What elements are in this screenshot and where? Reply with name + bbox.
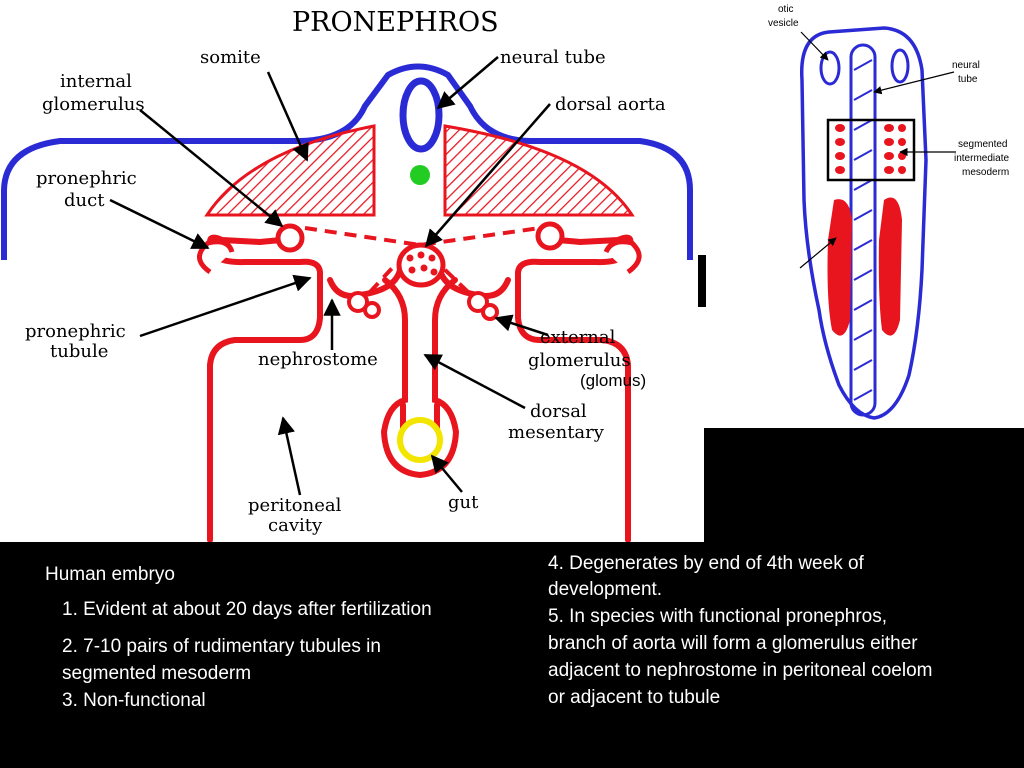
label-peritoneal-cavity-1: peritoneal bbox=[248, 495, 342, 516]
text-right-line-5: adjacent to nephrostome in peritoneal co… bbox=[548, 660, 933, 681]
mesoderm-left-band bbox=[827, 199, 852, 336]
mesoderm-right-band bbox=[878, 197, 902, 336]
label-otic-1: otic bbox=[778, 4, 794, 15]
text-right-line-6: or adjacent to tubule bbox=[548, 687, 721, 708]
segment-box bbox=[826, 118, 916, 182]
neural-tube bbox=[399, 77, 443, 153]
arrow-pronephric-tubule bbox=[139, 274, 312, 338]
arrow-internal-glomerulus bbox=[139, 109, 284, 228]
text-item-1: 1. Evident at about 20 days after fertil… bbox=[62, 599, 432, 620]
somite-left bbox=[204, 124, 376, 217]
pronephros-figure: PRONEPHROS somite neural tube internal g… bbox=[0, 7, 693, 543]
text-item-2b: segmented mesoderm bbox=[62, 663, 252, 684]
arrow-external-glomerulus bbox=[494, 314, 549, 337]
dorsal-aorta bbox=[396, 242, 446, 288]
text-right-line-4: branch of aorta will form a glomerulus e… bbox=[548, 633, 918, 654]
arrow-peritoneal-cavity bbox=[277, 416, 302, 496]
label-dorsal-mesentary-1: dorsal bbox=[530, 401, 587, 422]
label-nephrostome: nephrostome bbox=[258, 349, 378, 370]
label-external-glomerulus-1: external bbox=[540, 327, 616, 348]
otic-vesicle-left bbox=[819, 50, 841, 86]
label-pronephric-tubule-2: tubule bbox=[50, 341, 108, 362]
label-somite: somite bbox=[200, 47, 261, 68]
label-glomus: (glomus) bbox=[580, 371, 646, 390]
text-right-line-2: development. bbox=[548, 579, 663, 600]
text-heading: Human embryo bbox=[45, 564, 175, 585]
arrow-somite bbox=[266, 71, 309, 162]
notochord bbox=[410, 165, 430, 185]
label-otic-2: vesicle bbox=[768, 18, 799, 29]
arrow-dorsal-mesentary bbox=[423, 353, 526, 410]
label-dorsal-mesentary-2: mesentary bbox=[508, 422, 605, 443]
label-neural-2: tube bbox=[958, 74, 978, 85]
somite-right bbox=[443, 124, 635, 217]
label-internal-glomerulus-2: glomerulus bbox=[42, 94, 145, 115]
label-seg-2: intermediate bbox=[954, 153, 1009, 164]
diagram-title: PRONEPHROS bbox=[292, 7, 499, 38]
arrow-gut bbox=[430, 454, 463, 493]
text-right-line-3: 5. In species with functional pronephros… bbox=[548, 606, 888, 627]
text-right-line-1: 4. Degenerates by end of 4th week of bbox=[548, 553, 864, 574]
label-pronephric-duct-2: duct bbox=[64, 190, 105, 211]
embryo-figure: otic vesicle neural tube segmented inter… bbox=[768, 4, 1009, 420]
embryo-outline bbox=[799, 26, 928, 420]
label-seg-3: mesoderm bbox=[962, 167, 1009, 178]
embryo-diagram: otic vesicle neural tube segmented inter… bbox=[704, 0, 1024, 428]
divider-notch bbox=[698, 255, 706, 307]
arrow-dorsal-aorta bbox=[424, 103, 551, 248]
pronephros-diagram: PRONEPHROS somite neural tube internal g… bbox=[0, 0, 704, 543]
otic-vesicle-right bbox=[890, 48, 910, 84]
label-seg-1: segmented bbox=[958, 139, 1007, 150]
label-internal-glomerulus-1: internal bbox=[60, 71, 132, 92]
body-outline bbox=[0, 63, 693, 260]
text-item-2a: 2. 7-10 pairs of rudimentary tubules in bbox=[62, 636, 381, 657]
gut bbox=[397, 417, 443, 463]
label-neural-tube: neural tube bbox=[500, 47, 606, 68]
label-peritoneal-cavity-2: cavity bbox=[268, 515, 323, 536]
label-external-glomerulus-2: glomerulus bbox=[528, 350, 631, 371]
label-neural-1: neural bbox=[952, 60, 980, 71]
label-pronephric-tubule-1: pronephric bbox=[25, 321, 126, 342]
arrow-pronephric-duct bbox=[109, 198, 210, 250]
label-gut: gut bbox=[448, 492, 479, 513]
arrow-neural-tube bbox=[436, 56, 499, 110]
label-pronephric-duct-1: pronephric bbox=[36, 168, 137, 189]
text-item-3: 3. Non-functional bbox=[62, 690, 206, 711]
label-dorsal-aorta: dorsal aorta bbox=[555, 94, 666, 115]
